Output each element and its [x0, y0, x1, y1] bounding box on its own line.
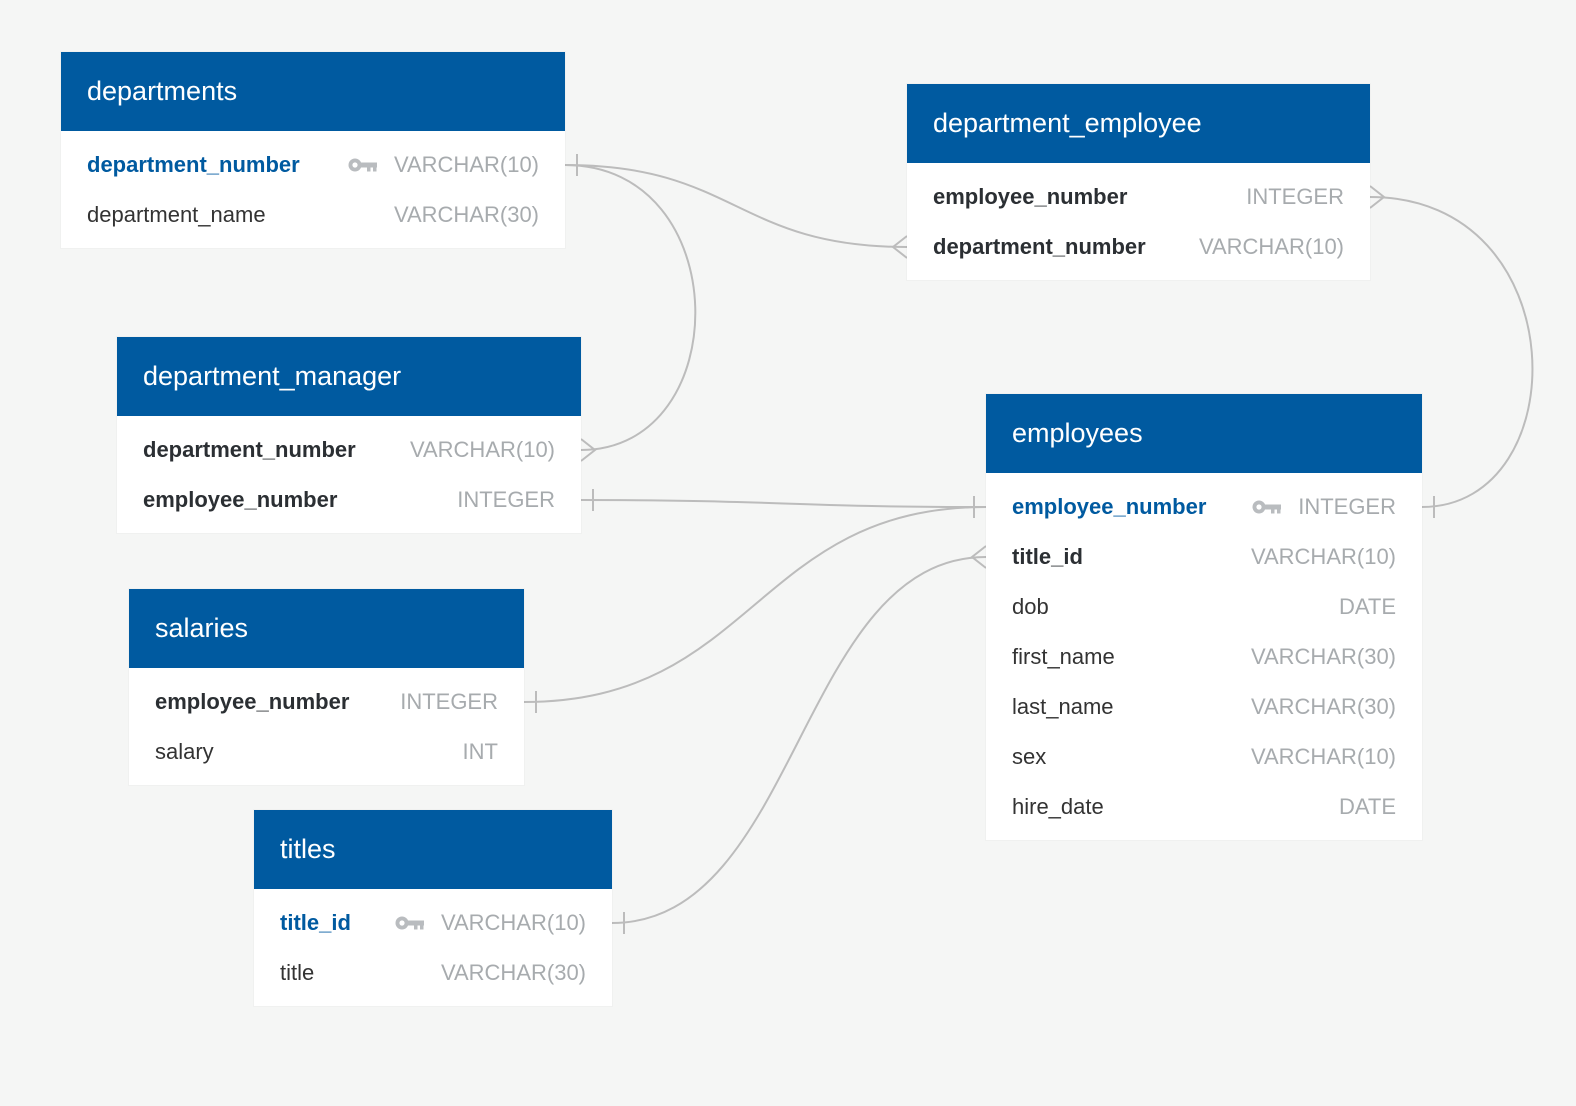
column-name: salary	[155, 739, 214, 764]
column-name: department_number	[87, 152, 300, 177]
relationship-line	[523, 506, 987, 703]
column-name: last_name	[1012, 694, 1114, 719]
column-name: employee_number	[155, 689, 350, 714]
column-row[interactable]: department_number VARCHAR(10)	[117, 425, 581, 475]
relationship-line	[611, 556, 987, 924]
column-row[interactable]: dob DATE	[986, 582, 1422, 632]
table-header[interactable]: department_employee	[907, 84, 1370, 163]
column-type: DATE	[1338, 594, 1396, 619]
cardinality-many-marker	[1369, 185, 1386, 209]
column-row[interactable]: employee_number INTEGER	[129, 677, 524, 727]
column-row[interactable]: department_name VARCHAR(30)	[61, 190, 565, 240]
column-row[interactable]: title_id VARCHAR(10)	[986, 532, 1422, 582]
table-titles[interactable]: titles title_id VARCHAR(10) title VARCHAR(3…	[254, 810, 612, 1006]
relationship-line	[564, 164, 697, 451]
column-row[interactable]: first_name VARCHAR(30)	[986, 632, 1422, 682]
key-icon	[1252, 498, 1284, 516]
table-body: employee_number INTEGER salary INT	[129, 668, 524, 785]
table-department-employee[interactable]: department_employee employee_number INTEG…	[907, 84, 1370, 280]
column-name: department_number	[143, 437, 356, 462]
column-name: department_name	[87, 202, 266, 227]
column-type: INTEGER	[400, 689, 498, 714]
table-body: employee_number INTEGER department_number V…	[907, 163, 1370, 280]
relationship-line	[564, 164, 908, 248]
column-type: VARCHAR(30)	[393, 202, 539, 227]
column-type: VARCHAR(10)	[440, 910, 586, 935]
column-name: title_id	[1012, 544, 1083, 569]
column-type: VARCHAR(30)	[440, 960, 586, 985]
column-type: VARCHAR(10)	[1250, 544, 1396, 569]
column-row[interactable]: department_number VARCHAR(10)	[61, 140, 565, 190]
relationship-line	[580, 499, 987, 508]
table-header[interactable]: employees	[986, 394, 1422, 473]
column-name: title	[280, 960, 315, 985]
column-name: department_number	[933, 234, 1146, 259]
column-row[interactable]: salary INT	[129, 727, 524, 777]
column-type: INTEGER	[1246, 184, 1344, 209]
column-type: INTEGER	[1298, 494, 1396, 519]
table-header[interactable]: department_manager	[117, 337, 581, 416]
table-body: title_id VARCHAR(10) title VARCHAR(30)	[254, 889, 612, 1006]
column-type: DATE	[1338, 794, 1396, 819]
column-row[interactable]: employee_number INTEGER	[986, 482, 1422, 532]
column-type: VARCHAR(10)	[1250, 744, 1396, 769]
key-icon	[395, 914, 427, 932]
column-row[interactable]: hire_date DATE	[986, 782, 1422, 832]
column-row[interactable]: title VARCHAR(30)	[254, 948, 612, 998]
column-type: VARCHAR(30)	[1250, 644, 1396, 669]
column-type: INT	[462, 739, 498, 764]
key-icon	[348, 156, 380, 174]
table-salaries[interactable]: salaries employee_number INTEGER salary INT	[129, 589, 524, 785]
table-header[interactable]: titles	[254, 810, 612, 889]
column-name: sex	[1012, 744, 1047, 769]
column-name: employee_number	[143, 487, 338, 512]
column-type: INTEGER	[457, 487, 555, 512]
table-departments[interactable]: departments department_number VARCHAR(10)…	[61, 52, 565, 248]
column-name: dob	[1012, 594, 1049, 619]
column-name: employee_number	[933, 184, 1128, 209]
column-row[interactable]: department_number VARCHAR(10)	[907, 222, 1370, 272]
column-type: VARCHAR(10)	[393, 152, 539, 177]
column-row[interactable]: sex VARCHAR(10)	[986, 732, 1422, 782]
column-name: title_id	[280, 910, 351, 935]
column-row[interactable]: last_name VARCHAR(30)	[986, 682, 1422, 732]
column-name: hire_date	[1012, 794, 1104, 819]
cardinality-many-marker	[580, 438, 597, 462]
column-row[interactable]: employee_number INTEGER	[117, 475, 581, 525]
column-type: VARCHAR(30)	[1250, 694, 1396, 719]
column-name: first_name	[1012, 644, 1115, 669]
column-type: VARCHAR(10)	[409, 437, 555, 462]
table-body: department_number VARCHAR(10) employee_num…	[117, 416, 581, 533]
cardinality-many-marker	[891, 235, 908, 259]
cardinality-many-marker	[970, 545, 987, 569]
table-employees[interactable]: employees employee_number INTEGER title_id…	[986, 394, 1422, 840]
table-header[interactable]: departments	[61, 52, 565, 131]
column-row[interactable]: employee_number INTEGER	[907, 172, 1370, 222]
column-row[interactable]: title_id VARCHAR(10)	[254, 898, 612, 948]
column-type: VARCHAR(10)	[1198, 234, 1344, 259]
column-name: employee_number	[1012, 494, 1207, 519]
table-department-manager[interactable]: department_manager department_number VARC…	[117, 337, 581, 533]
table-header[interactable]: salaries	[129, 589, 524, 668]
